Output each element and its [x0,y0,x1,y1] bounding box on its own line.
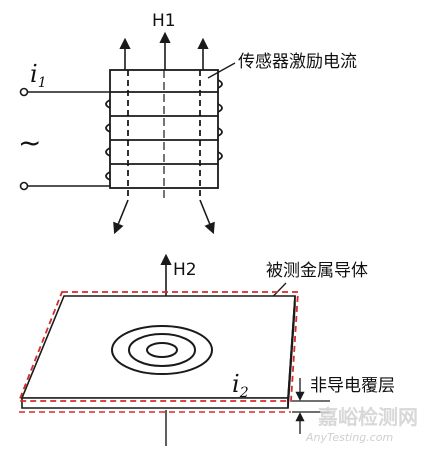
coating-outline [17,291,299,402]
conductor-label: 被测金属导体 [266,261,368,281]
h1-label: H1 [152,11,176,31]
coating-label: 非导电覆层 [310,376,395,396]
outgoing-field-lines [113,199,215,235]
i1-label: i1 [30,60,47,91]
sensor-current-label: 传感器激励电流 [238,52,357,72]
coil [105,69,223,200]
eddy-current-rings [111,325,213,375]
sensor-label-pointer [207,62,236,79]
input-leads [19,87,110,191]
incoming-field-lines [119,31,209,70]
ac-source-symbol: ~ [18,126,41,159]
i2-label: i2 [232,370,249,401]
watermark-cn: 嘉峪检测网 [317,405,418,429]
h2-label: H2 [173,260,197,280]
coating-thickness-indicator [292,378,330,434]
watermark-en: AnyTesting.com [305,431,393,444]
metal-plate [20,295,296,409]
